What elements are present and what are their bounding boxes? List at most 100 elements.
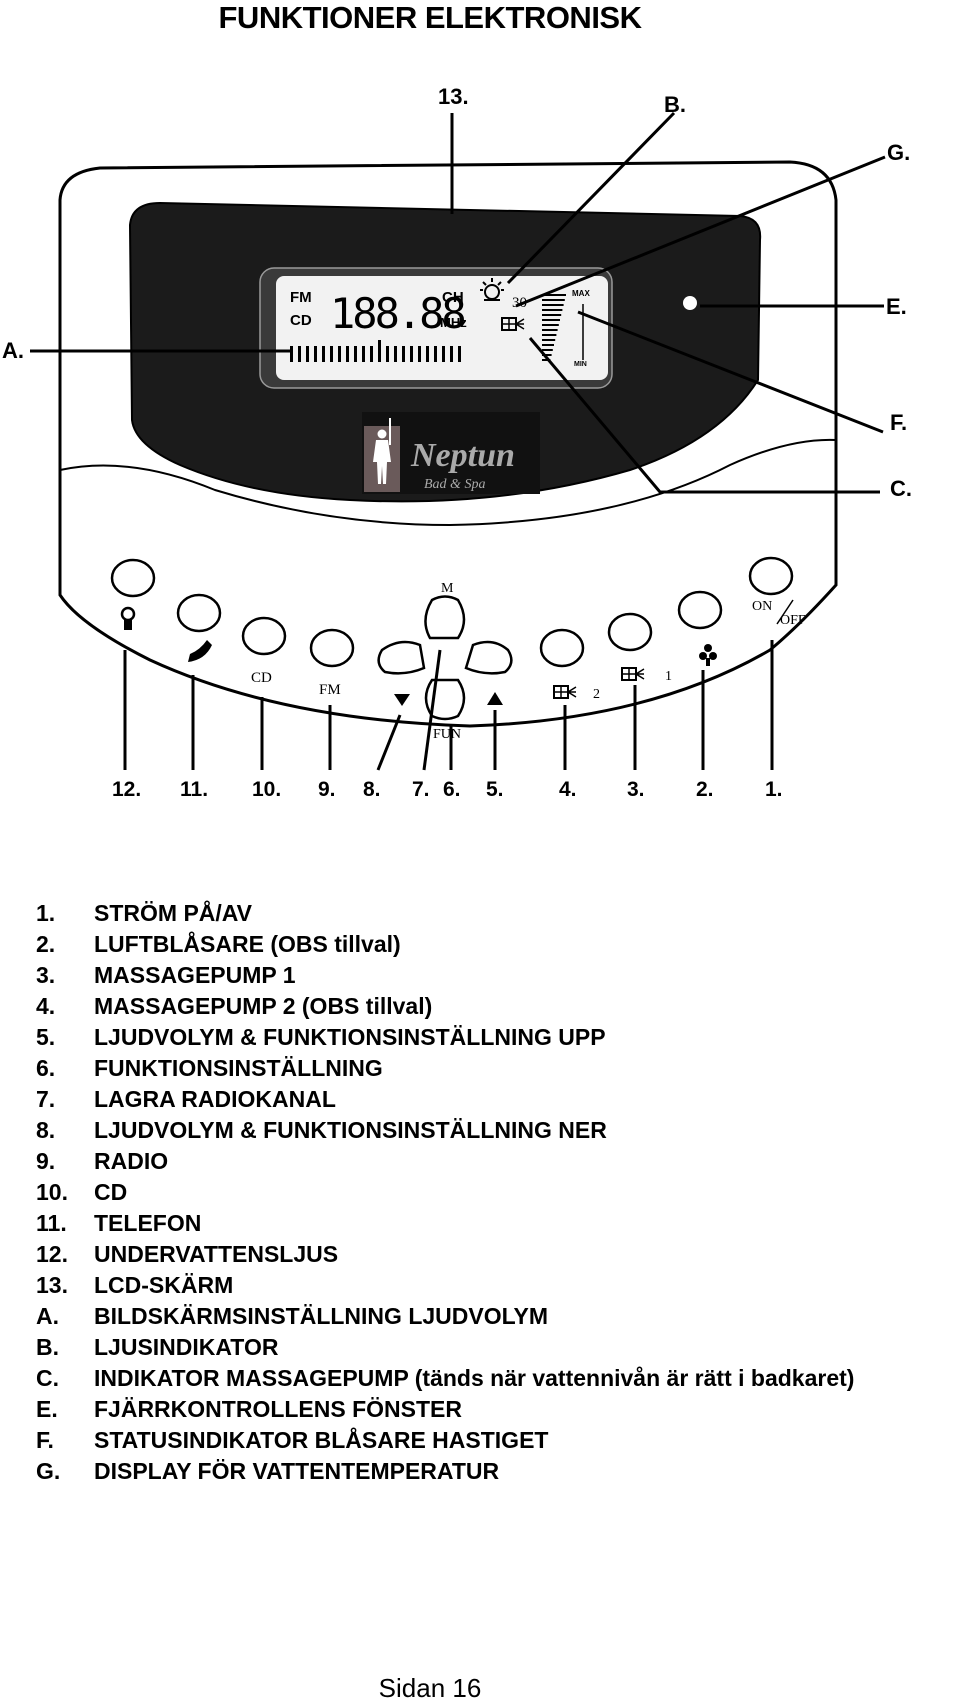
button-number: 8. xyxy=(363,778,381,801)
legend-text: LJUDVOLYM & FUNKTIONSINSTÄLLNING UPP xyxy=(94,1024,606,1050)
legend-item: G. DISPLAY FÖR VATTENTEMPERATUR xyxy=(36,1456,854,1487)
fm-label: FM xyxy=(319,682,341,698)
cd-label: CD xyxy=(251,670,272,686)
bulb-icon xyxy=(120,606,136,630)
legend-item: 12. UNDERVATTENSLJUS xyxy=(36,1239,854,1270)
legend-text: DISPLAY FÖR VATTENTEMPERATUR xyxy=(94,1458,500,1484)
button-number: 11. xyxy=(180,778,208,801)
legend-text: INDIKATOR MASSAGEPUMP (tänds när vattenn… xyxy=(94,1365,855,1391)
pump1-icon xyxy=(621,667,645,681)
volume-bar xyxy=(394,346,397,362)
on-label: ON xyxy=(752,599,772,614)
blower-scale-line xyxy=(542,359,551,361)
blower-button[interactable] xyxy=(677,590,723,630)
legend-item: 11.TELEFON xyxy=(36,1208,854,1239)
cd-button[interactable] xyxy=(241,616,287,656)
legend-key: 13. xyxy=(36,1272,68,1298)
down-arrow-button[interactable] xyxy=(377,640,426,675)
legend-key: 5. xyxy=(36,1024,56,1050)
legend-text: STATUSINDIKATOR BLÅSARE HASTIGET xyxy=(94,1427,549,1453)
legend-text: LJUDVOLYM & FUNKTIONSINSTÄLLNING NER xyxy=(94,1117,607,1143)
remote-window xyxy=(683,296,697,310)
logo-sub: Bad & Spa xyxy=(424,477,485,492)
callout-B: B. xyxy=(664,92,686,117)
power-button[interactable] xyxy=(748,556,794,596)
blower-scale-line xyxy=(542,354,552,356)
lcd-min-label: MIN xyxy=(574,361,587,368)
volume-bar xyxy=(298,346,301,362)
pump1-button[interactable] xyxy=(607,612,653,652)
phone-icon xyxy=(188,640,212,662)
volume-bar xyxy=(354,346,357,362)
legend-key: G. xyxy=(36,1458,61,1484)
legend-key: 8. xyxy=(36,1117,56,1143)
legend-key: A. xyxy=(36,1303,59,1329)
volume-bar xyxy=(306,346,309,362)
blower-scale-line xyxy=(542,339,556,341)
m-label: M xyxy=(441,581,454,596)
logo-name: Neptun xyxy=(410,437,515,474)
callout-13: 13. xyxy=(438,84,469,109)
legend-text: CD xyxy=(94,1179,128,1205)
blower-scale-line xyxy=(542,309,563,311)
legend-text: LJUSINDIKATOR xyxy=(94,1334,279,1360)
blower-scale-line xyxy=(542,349,553,351)
panel-inner-curve xyxy=(59,438,837,527)
blower-scale-line xyxy=(542,334,557,336)
volume-bar xyxy=(450,346,453,362)
fm-button[interactable] xyxy=(309,628,355,668)
legend-item: C. INDIKATOR MASSAGEPUMP (tänds när vatte… xyxy=(36,1363,854,1394)
volume-bar xyxy=(434,346,437,362)
legend-item: 8. LJUDVOLYM & FUNKTIONSINSTÄLLNING NER xyxy=(36,1115,854,1146)
legend-key: B. xyxy=(36,1334,59,1360)
volume-bar xyxy=(426,346,429,362)
volume-bar xyxy=(314,346,317,362)
lcd-cd-label: CD xyxy=(290,312,312,329)
lcd-volume-bars xyxy=(290,340,461,362)
button-number: 3. xyxy=(627,778,645,801)
lcd-max-label: MAX xyxy=(572,289,590,298)
blower-scale-line xyxy=(542,329,558,331)
legend-key: C. xyxy=(36,1365,59,1391)
phone-button[interactable] xyxy=(176,593,222,633)
volume-bar xyxy=(442,346,445,362)
volume-bar xyxy=(418,346,421,362)
legend-text: FUNKTIONSINSTÄLLNING xyxy=(94,1055,383,1081)
legend-item: 4.MASSAGEPUMP 2 (OBS tillval) xyxy=(36,991,854,1022)
blower-scale-line xyxy=(542,324,559,326)
legend-key: 6. xyxy=(36,1055,56,1081)
button-number: 5. xyxy=(486,778,504,801)
pump2-button[interactable] xyxy=(539,628,585,668)
down-triangle-icon xyxy=(394,694,410,706)
button-number: 7. xyxy=(412,778,430,801)
blower-scale-line xyxy=(542,304,564,306)
m-button[interactable] xyxy=(424,595,466,640)
control-panel-diagram: FM CD 188.88 CH MHz 30 MAX MIN Neptun Ba… xyxy=(2,84,912,801)
volume-bar xyxy=(290,346,293,362)
legend-item: A.BILDSKÄRMSINSTÄLLNING LJUDVOLYM xyxy=(36,1301,854,1332)
legend-item: 2.LUFTBLÅSARE (OBS tillval) xyxy=(36,929,854,960)
legend-item: 9.RADIO xyxy=(36,1146,854,1177)
pump2-icon xyxy=(553,685,577,699)
legend-text: UNDERVATTENSLJUS xyxy=(94,1241,339,1267)
leader-lines xyxy=(30,111,886,771)
callout-E: E. xyxy=(886,294,907,319)
page-title: FUNKTIONER ELEKTRONISK xyxy=(218,0,643,35)
legend-key: 1. xyxy=(36,900,56,926)
volume-bar xyxy=(378,340,381,362)
pump2-label: 2 xyxy=(593,687,600,702)
up-arrow-button[interactable] xyxy=(464,640,513,675)
blower-speed-scale xyxy=(542,294,566,361)
up-triangle-icon xyxy=(487,692,503,705)
page-footer: Sidan 16 xyxy=(378,1673,482,1703)
legend-key: 4. xyxy=(36,993,56,1019)
blower-scale-line xyxy=(542,299,565,301)
volume-bar xyxy=(386,346,389,362)
button-number: 9. xyxy=(318,778,336,801)
legend-key: 10. xyxy=(36,1179,68,1205)
callout-C: C. xyxy=(890,476,912,501)
legend-key: 12. xyxy=(36,1241,68,1267)
underwater-light-button[interactable] xyxy=(110,558,156,598)
legend-text: FJÄRRKONTROLLENS FÖNSTER xyxy=(94,1396,462,1422)
